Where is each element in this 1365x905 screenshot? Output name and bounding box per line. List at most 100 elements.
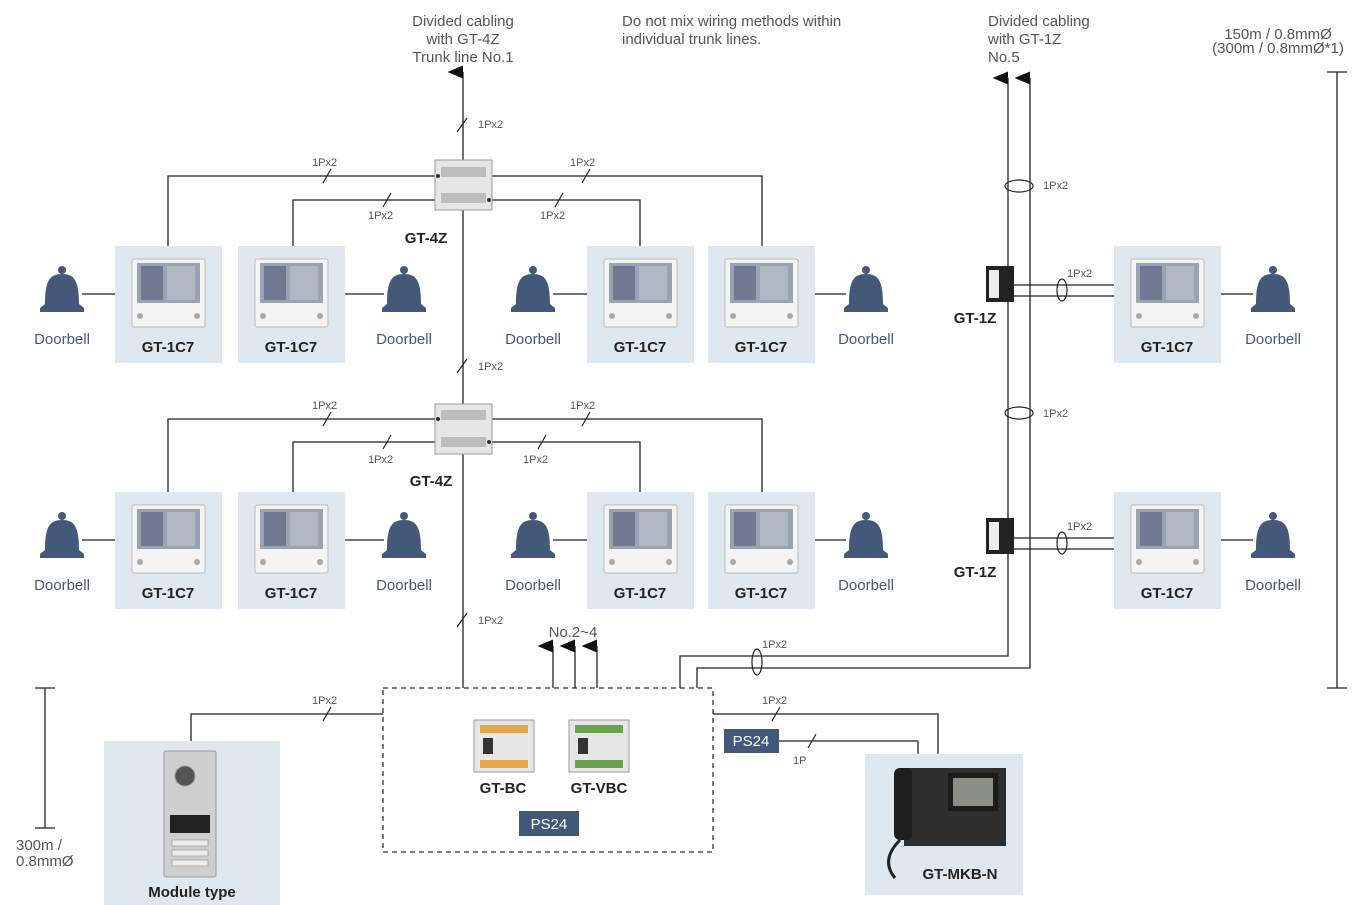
bell-icon: [1251, 274, 1295, 308]
doorbell: Doorbell: [505, 512, 587, 594]
wire-label: 1Px2: [478, 361, 503, 373]
gt1c7-monitor: GT-1C7: [115, 246, 222, 363]
ps24-badge-center: [519, 811, 579, 836]
doorbell-label: Doorbell: [505, 331, 561, 348]
wire-label: 1Px2: [1043, 180, 1068, 192]
wire-label: 1Px2: [312, 400, 337, 412]
gt1c7-label: GT-1C7: [1141, 339, 1194, 356]
gt1c7-monitor: GT-1C7: [238, 492, 345, 609]
wire-label: 1Px2: [762, 639, 787, 651]
doorbell-label: Doorbell: [838, 331, 894, 348]
gt1c7-label: GT-1C7: [735, 339, 788, 356]
control-box: [382, 639, 714, 853]
gt1c7-label: GT-1C7: [614, 339, 667, 356]
wire-label: 1Px2: [570, 157, 595, 169]
ps24-label: PS24: [531, 816, 568, 833]
wire-label: 1Px2: [368, 210, 393, 222]
wire-label: 1Px2: [570, 400, 595, 412]
gt1c7-label: GT-1C7: [142, 339, 195, 356]
gt1c7-label: GT-1C7: [614, 585, 667, 602]
gtbc-device: [473, 719, 535, 773]
wire-label: 1P: [793, 755, 806, 767]
wire-label: 1Px2: [312, 695, 337, 707]
note-line: individual trunk lines.: [622, 31, 761, 48]
doorbell: Doorbell: [1221, 512, 1301, 594]
gt1c7-label: GT-1C7: [142, 585, 195, 602]
gt1c7-monitor: GT-1C7: [587, 246, 694, 363]
gt1c7-monitor: GT-1C7: [708, 246, 815, 363]
doorbell: Doorbell: [345, 266, 432, 348]
bell-icon: [844, 520, 888, 554]
bell-icon: [511, 520, 555, 554]
dimension-right: [1327, 71, 1347, 689]
gt1c7-label: GT-1C7: [1141, 585, 1194, 602]
doorbell-label: Doorbell: [34, 577, 90, 594]
wire-label: 1Px2: [478, 615, 503, 627]
gt4z-device-upper: [434, 159, 493, 211]
bell-icon: [1251, 520, 1295, 554]
note-line: 300m /: [16, 837, 63, 854]
trunk-gt1z: [679, 71, 1130, 688]
gt1c7-monitor: GT-1C7: [1114, 492, 1221, 609]
gtmkbn-label: GT-MKB-N: [923, 866, 998, 883]
wire-label: 1Px2: [1043, 408, 1068, 420]
bell-icon: [382, 274, 426, 308]
doorbell: Doorbell: [815, 266, 894, 348]
gt1z-device-upper: [986, 266, 1014, 302]
note-line: Divided cabling: [412, 13, 514, 30]
gt1z-device-lower: [986, 518, 1014, 554]
note-top-left: Divided cabling with GT-4Z Trunk line No…: [412, 13, 514, 66]
doorbell-label: Doorbell: [505, 577, 561, 594]
doorbell-label: Doorbell: [838, 577, 894, 594]
gt1c7-monitor: GT-1C7: [1114, 246, 1221, 363]
wire-module: [190, 713, 383, 742]
note-line: Do not mix wiring methods within: [622, 13, 841, 30]
wire-mkb-1: [713, 713, 939, 768]
note-line: 0.8mmØ: [16, 853, 74, 870]
gtbc-label: GT-BC: [480, 780, 527, 797]
gt1c7-label: GT-1C7: [265, 585, 318, 602]
gt4z-label: GT-4Z: [410, 473, 453, 490]
gt1c7-label: GT-1C7: [735, 585, 788, 602]
note-top-right: Divided cabling with GT-1Z No.5: [987, 13, 1090, 66]
note-far-right: 150m / 0.8mmØ (300m / 0.8mmØ*1): [1212, 26, 1344, 57]
doorbell: Doorbell: [345, 512, 432, 594]
note-line: No.5: [988, 49, 1020, 66]
wire-labels: 1Px2 1Px2 1Px2 1Px2 1Px2 1Px2 1Px2 1Px2 …: [312, 119, 1092, 767]
doorbell: Doorbell: [34, 266, 115, 348]
gt4z-label: GT-4Z: [405, 230, 448, 247]
note-line: 150m / 0.8mmØ: [1224, 26, 1332, 43]
wire-label: 1Px2: [368, 454, 393, 466]
doorbell-label: Doorbell: [1245, 331, 1301, 348]
gt1c7-monitor: GT-1C7: [708, 492, 815, 609]
wire-label: 1Px2: [762, 695, 787, 707]
bell-icon: [382, 520, 426, 554]
note-bottom-left: 300m / 0.8mmØ: [16, 837, 74, 870]
ps24-label: PS24: [733, 733, 770, 750]
doorbell: Doorbell: [815, 512, 894, 594]
gtmkbn-device: [887, 768, 1006, 879]
wire-label: 1Px2: [540, 210, 565, 222]
note-line: Trunk line No.1: [412, 49, 513, 66]
module-type-label: Module type: [148, 884, 236, 901]
wire-label: 1Px2: [523, 454, 548, 466]
module-type-device: [163, 750, 217, 878]
doorbell-label: Doorbell: [1245, 577, 1301, 594]
doorbell: Doorbell: [1221, 266, 1301, 348]
gt1c7-label: GT-1C7: [265, 339, 318, 356]
wire-label: 1Px2: [478, 119, 503, 131]
gt1c7-monitor: GT-1C7: [587, 492, 694, 609]
bell-icon: [40, 274, 84, 308]
note-line: with GT-4Z: [425, 31, 499, 48]
doorbell-label: Doorbell: [376, 577, 432, 594]
doorbell: Doorbell: [505, 266, 587, 348]
wire-label: 1Px2: [1067, 521, 1092, 533]
doorbell-label: Doorbell: [376, 331, 432, 348]
note-top-middle: Do not mix wiring methods within individ…: [622, 13, 841, 48]
doorbell-label: Doorbell: [34, 331, 90, 348]
gtvbc-label: GT-VBC: [571, 780, 628, 797]
wires-gt4z-upper: [167, 175, 763, 248]
gtvbc-device: [568, 719, 630, 773]
